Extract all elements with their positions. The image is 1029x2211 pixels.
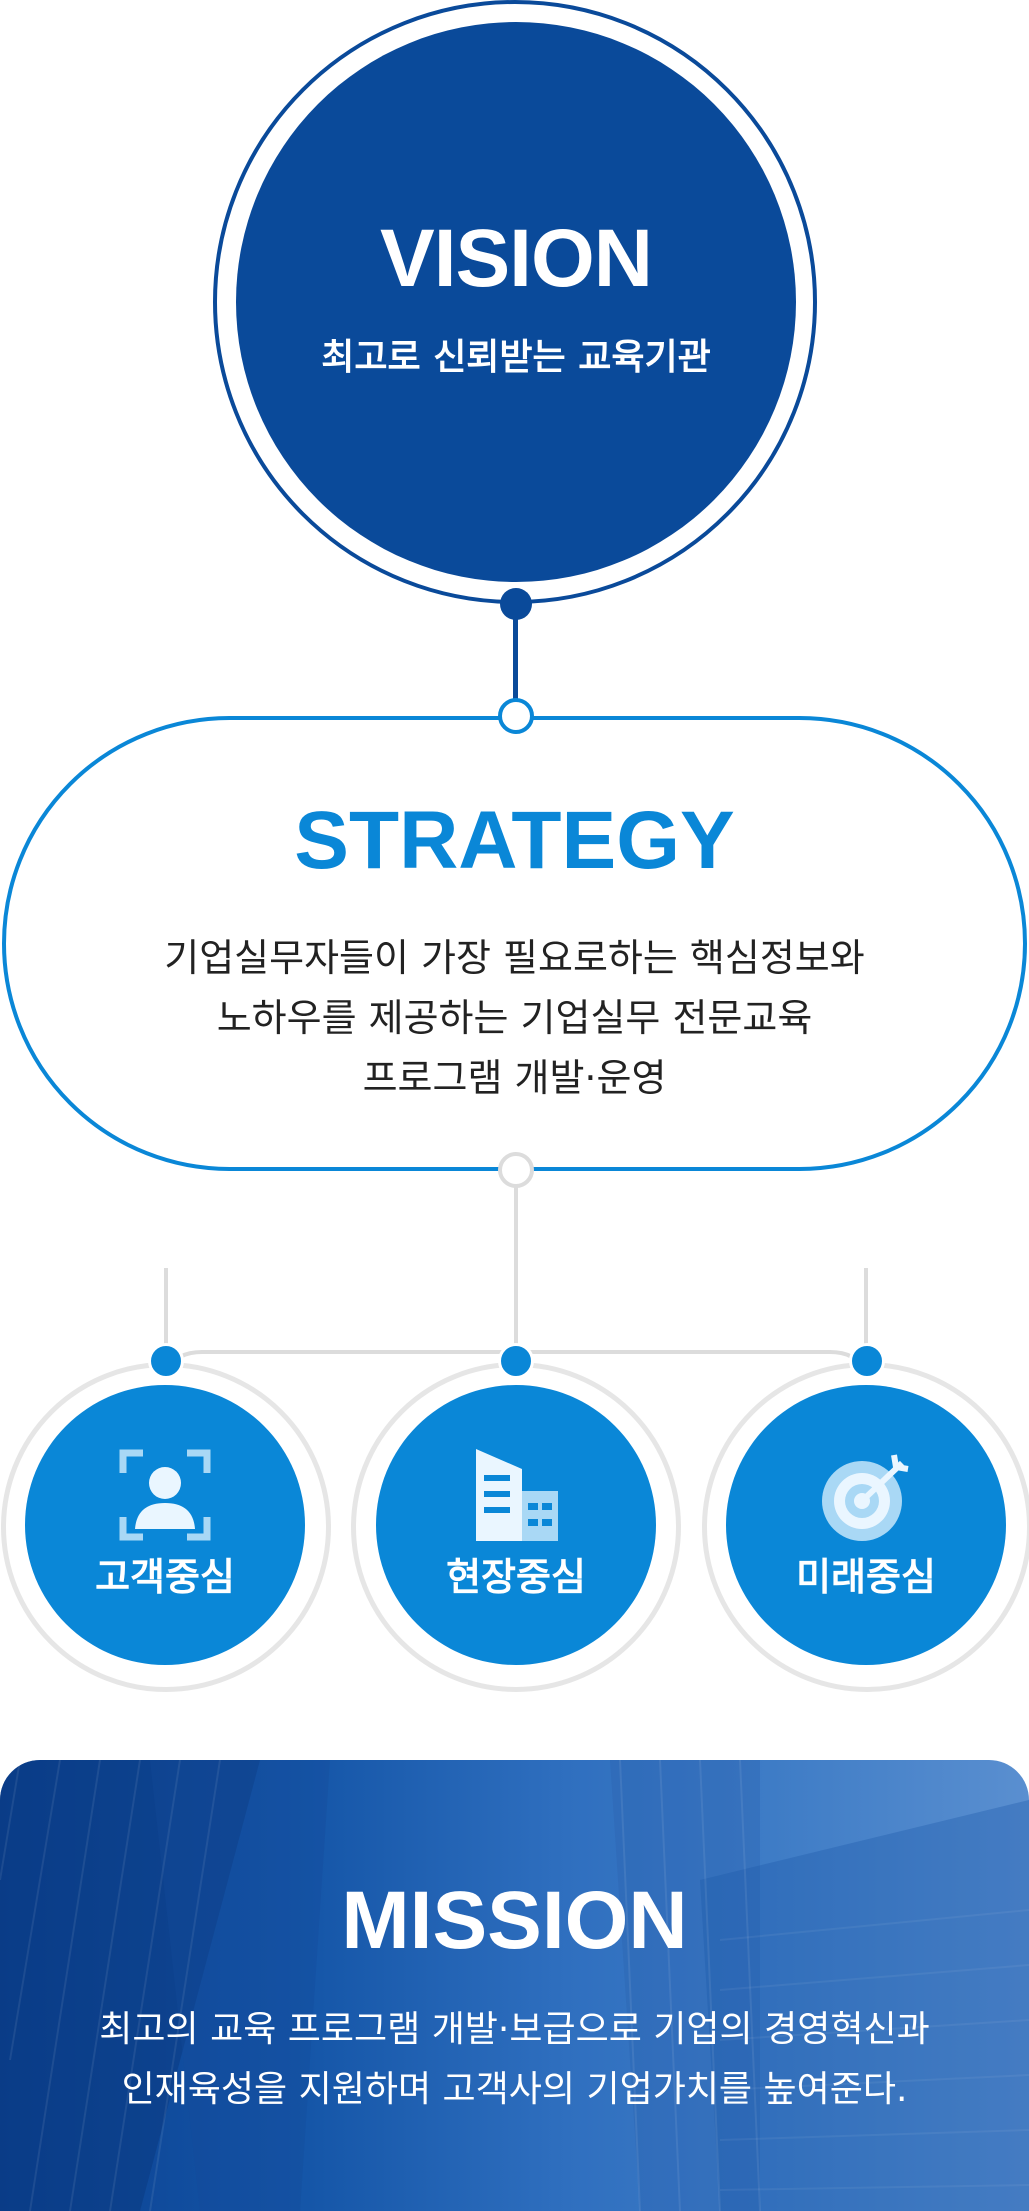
pillar-dot — [148, 1343, 184, 1379]
mission-description: 최고의 교육 프로그램 개발·보급으로 기업의 경영혁신과 인재육성을 지원하며… — [0, 2000, 1029, 2120]
strategy-title: STRATEGY — [294, 795, 735, 886]
strategy-description: 기업실무자들이 가장 필요로하는 핵심정보와 노하우를 제공하는 기업실무 전문… — [0, 928, 1029, 1108]
pillar-label: 현장중심 — [446, 1555, 586, 1599]
mission-line: 최고의 교육 프로그램 개발·보급으로 기업의 경영혁신과 — [99, 2009, 930, 2050]
vision-title: VISION — [380, 213, 653, 304]
vision-connector-line — [513, 610, 518, 705]
vision-circle — [236, 22, 796, 582]
mission-line: 인재육성을 지원하며 고객사의 기업가치를 높여준다. — [121, 2069, 908, 2110]
vision-subtitle: 최고로 신뢰받는 교육기관 — [321, 337, 711, 378]
pillar-label: 미래중심 — [796, 1555, 936, 1599]
mission-title: MISSION — [341, 1875, 688, 1966]
strategy-connector-ring — [498, 698, 534, 734]
building-background — [0, 1760, 1029, 2211]
customer-focus-icon — [119, 1449, 211, 1541]
pillar-label: 고객중심 — [95, 1555, 235, 1599]
strategy-bottom-connector-ring — [498, 1152, 534, 1188]
pillar-dot — [498, 1343, 534, 1379]
mission-banner: MISSION 최고의 교육 프로그램 개발·보급으로 기업의 경영혁신과 인재… — [0, 1760, 1029, 2211]
strategy-line: 기업실무자들이 가장 필요로하는 핵심정보와 — [164, 936, 865, 980]
pillar-dot — [849, 1343, 885, 1379]
target-icon — [822, 1454, 909, 1541]
strategy-line: 프로그램 개발·운영 — [362, 1056, 667, 1100]
pillar-connector-tree — [164, 1170, 868, 1370]
strategy-line: 노하우를 제공하는 기업실무 전문교육 — [216, 996, 813, 1040]
building-icon — [476, 1449, 558, 1541]
